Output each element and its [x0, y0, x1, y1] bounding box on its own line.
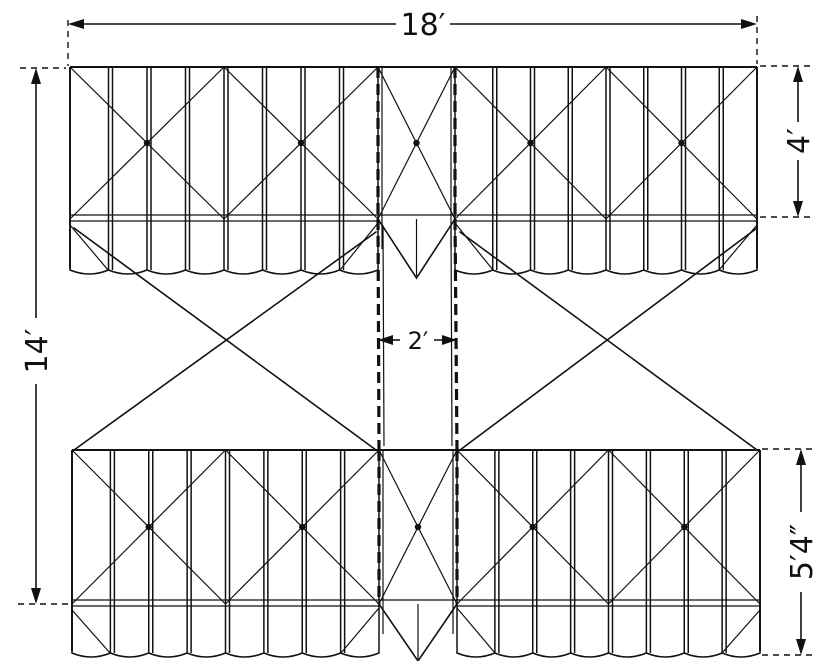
wire-crossing-node: [299, 523, 306, 531]
trailing-edge-left: [69, 269, 379, 275]
span-label: 18′: [401, 8, 446, 43]
center-bay-label: 2′: [408, 327, 429, 355]
upper-chord-label: 4′: [782, 128, 817, 154]
cabane-strut-right: [450, 224, 453, 447]
trailing-edge-left: [71, 652, 380, 658]
lower-chord-label: 5′4″: [785, 524, 819, 580]
landing-wire-right: [459, 231, 758, 451]
upper-chord-dimension: 4′: [760, 65, 817, 218]
wire-crossing-node: [297, 139, 305, 147]
flying-wire-right: [459, 227, 758, 451]
wire-crossing-node: [527, 139, 534, 147]
interplane-bracing: [73, 218, 758, 451]
center-brace: [340, 607, 380, 654]
gap-dimension: 14′: [18, 67, 70, 605]
wire-crossing-node: [678, 139, 685, 147]
wire-crossing-node: [529, 523, 536, 531]
center-bay-dimension: 2′: [378, 327, 457, 355]
wire-crossing-node: [681, 523, 688, 531]
trailing-edge-right: [456, 652, 761, 658]
center-crossing-node: [414, 523, 422, 531]
tip-brace: [71, 609, 111, 654]
flying-wire-left: [73, 227, 377, 451]
center-cutout: [377, 218, 456, 280]
cabane-strut-left: [382, 224, 385, 447]
upper-wing: [69, 66, 758, 280]
trailing-edge-right: [454, 269, 758, 275]
wire-crossing-node: [145, 523, 152, 531]
center-brace: [454, 222, 494, 271]
landing-wire-left: [73, 231, 377, 451]
tip-brace: [721, 609, 761, 654]
center-crossing-node: [413, 139, 420, 147]
gap-label: 14′: [20, 328, 55, 373]
wire-crossing-node: [143, 139, 151, 147]
center-brace: [339, 222, 379, 271]
cabane-strut-right: [453, 218, 459, 451]
cabane-strut-left: [376, 218, 381, 451]
lower-wing: [71, 449, 761, 661]
center-cutout: [378, 603, 458, 661]
span-dimension: 18′: [67, 8, 758, 66]
center-brace: [456, 607, 496, 654]
tip-brace: [69, 224, 109, 271]
lower-chord-dimension: 5′4″: [762, 448, 819, 656]
